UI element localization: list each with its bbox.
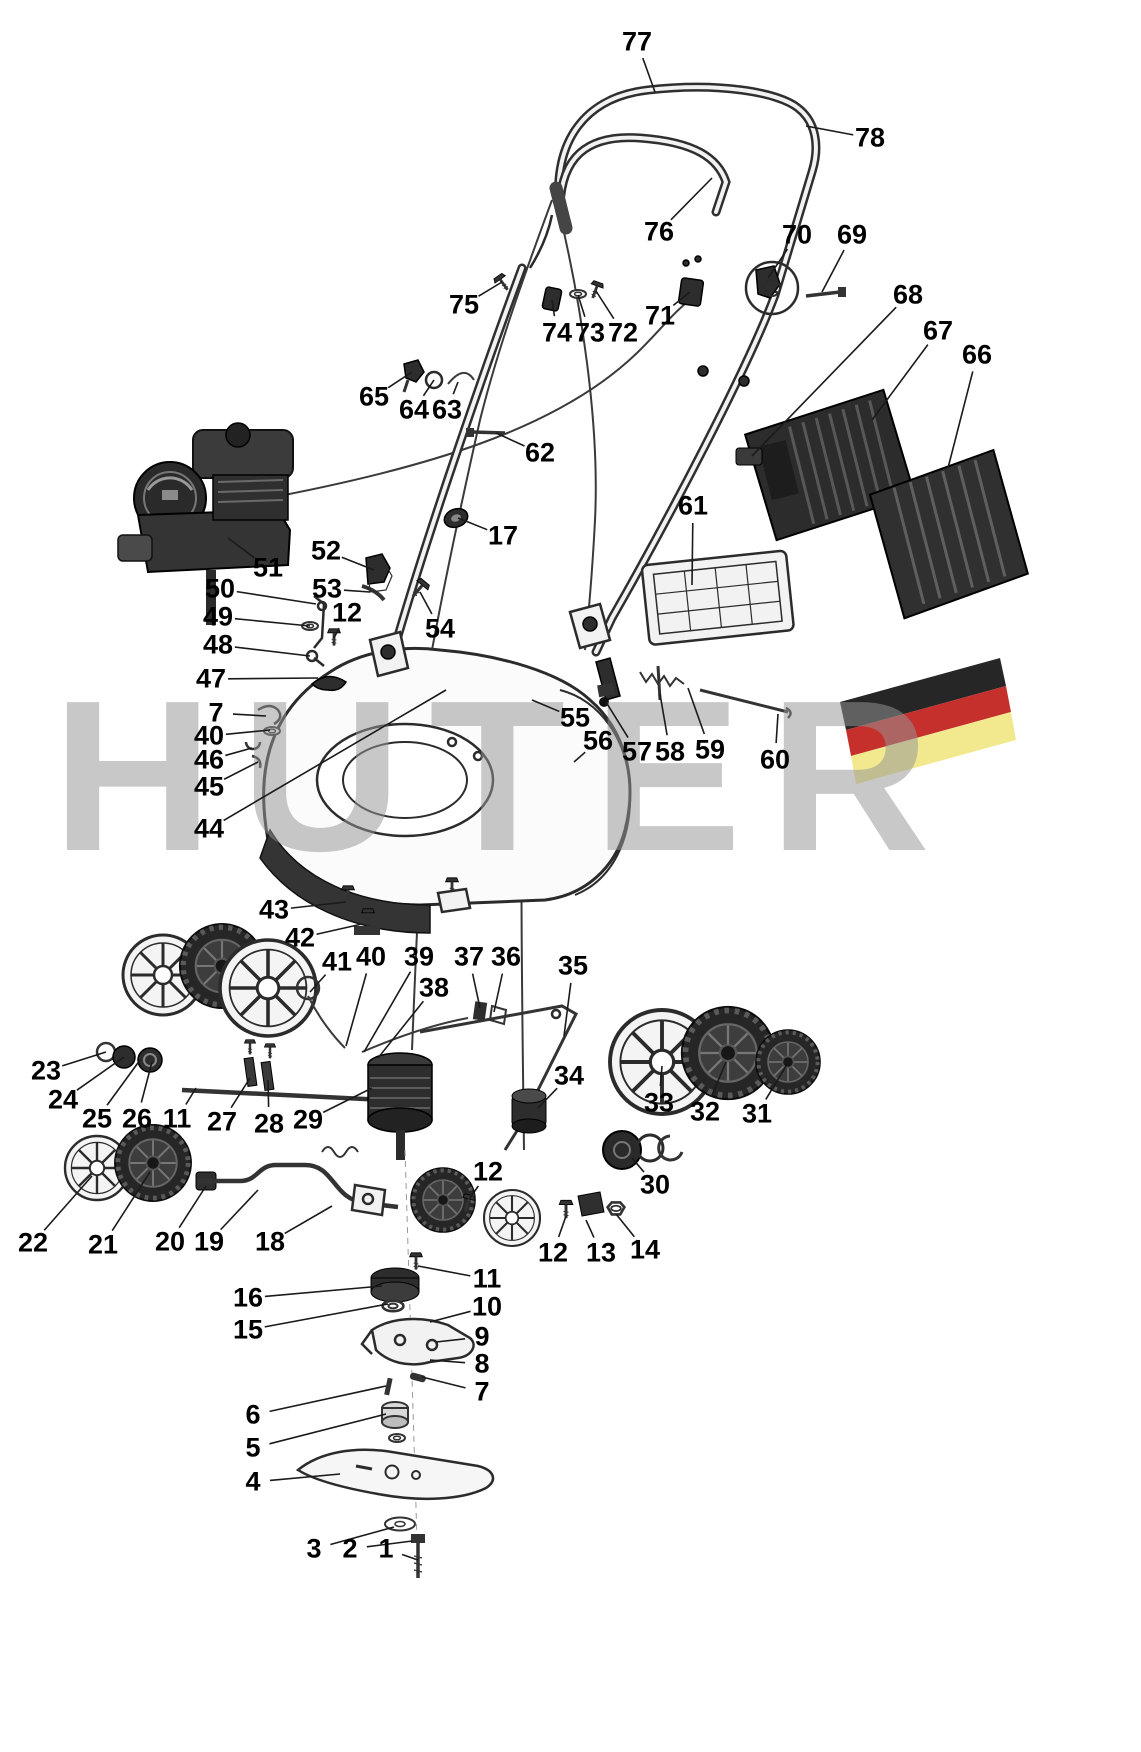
wheel-hubcap-icon <box>756 1030 820 1094</box>
muffler-icon <box>117 534 153 562</box>
rear-axle-assembly <box>63 1125 626 1248</box>
rod-60 <box>699 688 789 714</box>
belt-38 <box>361 1017 469 1053</box>
wheel-tire-icon <box>115 1125 191 1201</box>
bent-axle-18 <box>198 1162 399 1210</box>
grass-catcher-rear-panel <box>868 448 1030 620</box>
nut-14-icon <box>606 1201 626 1216</box>
clip-46 <box>244 741 262 751</box>
front-axle-assembly <box>95 924 578 1151</box>
spring-59 <box>639 671 685 688</box>
bolt-12-icon <box>557 1198 575 1220</box>
washer-73-icon <box>569 289 587 299</box>
bolt-11-icon <box>408 1251 424 1271</box>
bearing-block-28 <box>260 1060 275 1091</box>
washer-64 <box>424 370 444 390</box>
bearing-24 <box>112 1045 136 1069</box>
lever-53 <box>361 584 386 602</box>
bolt-72-icon <box>585 278 606 302</box>
washer-40-icon <box>263 726 281 736</box>
hook-7 <box>257 704 282 726</box>
bracket-13 <box>577 1191 605 1217</box>
bracket-18 <box>350 1183 387 1217</box>
grip-47 <box>310 675 348 692</box>
blade-assembly <box>295 1149 495 1578</box>
bolt-62 <box>466 428 474 437</box>
c-clip-icon <box>657 1134 684 1162</box>
gear-30 <box>602 1130 642 1170</box>
clip-68 <box>735 447 763 466</box>
bolt-12-icon <box>326 627 342 647</box>
bracket-57 <box>597 682 615 698</box>
spring-19 <box>321 1146 359 1158</box>
wheel-rim-icon <box>218 938 318 1038</box>
washer-15-icon <box>381 1299 405 1313</box>
washer-3 <box>384 1516 416 1532</box>
blade-holder-9 <box>370 1317 475 1366</box>
lever-50 <box>313 595 326 649</box>
knob-65 <box>403 359 425 383</box>
wheel-tire-icon <box>411 1168 475 1232</box>
blade-4 <box>295 1448 495 1501</box>
wheel-rim-icon <box>482 1188 542 1248</box>
plate-71 <box>677 277 705 307</box>
hook-45 <box>251 754 262 769</box>
engine-assembly <box>117 422 294 625</box>
bearing-block-27 <box>243 1056 258 1087</box>
washer-23 <box>95 1041 117 1063</box>
fuel-cap-icon <box>225 422 251 448</box>
washer-49-icon <box>301 621 319 631</box>
rear-door-61 <box>640 549 795 646</box>
bushing-25-26 <box>137 1047 163 1073</box>
key-6 <box>384 1377 393 1396</box>
screw-69 <box>838 287 846 297</box>
guide-36 <box>488 1004 508 1026</box>
ring-30 <box>635 1133 665 1163</box>
rear-wheel-assembly <box>511 1007 820 1170</box>
guide-37 <box>472 1001 488 1021</box>
brand-flag-logo <box>840 658 1016 784</box>
cable-loop-63 <box>447 372 475 385</box>
transmission-29 <box>367 1052 433 1160</box>
bracket-74 <box>541 286 563 312</box>
crankshaft-icon <box>206 570 216 625</box>
side-bar-35 <box>419 1004 578 1151</box>
bolt-head-2 <box>411 1534 425 1543</box>
